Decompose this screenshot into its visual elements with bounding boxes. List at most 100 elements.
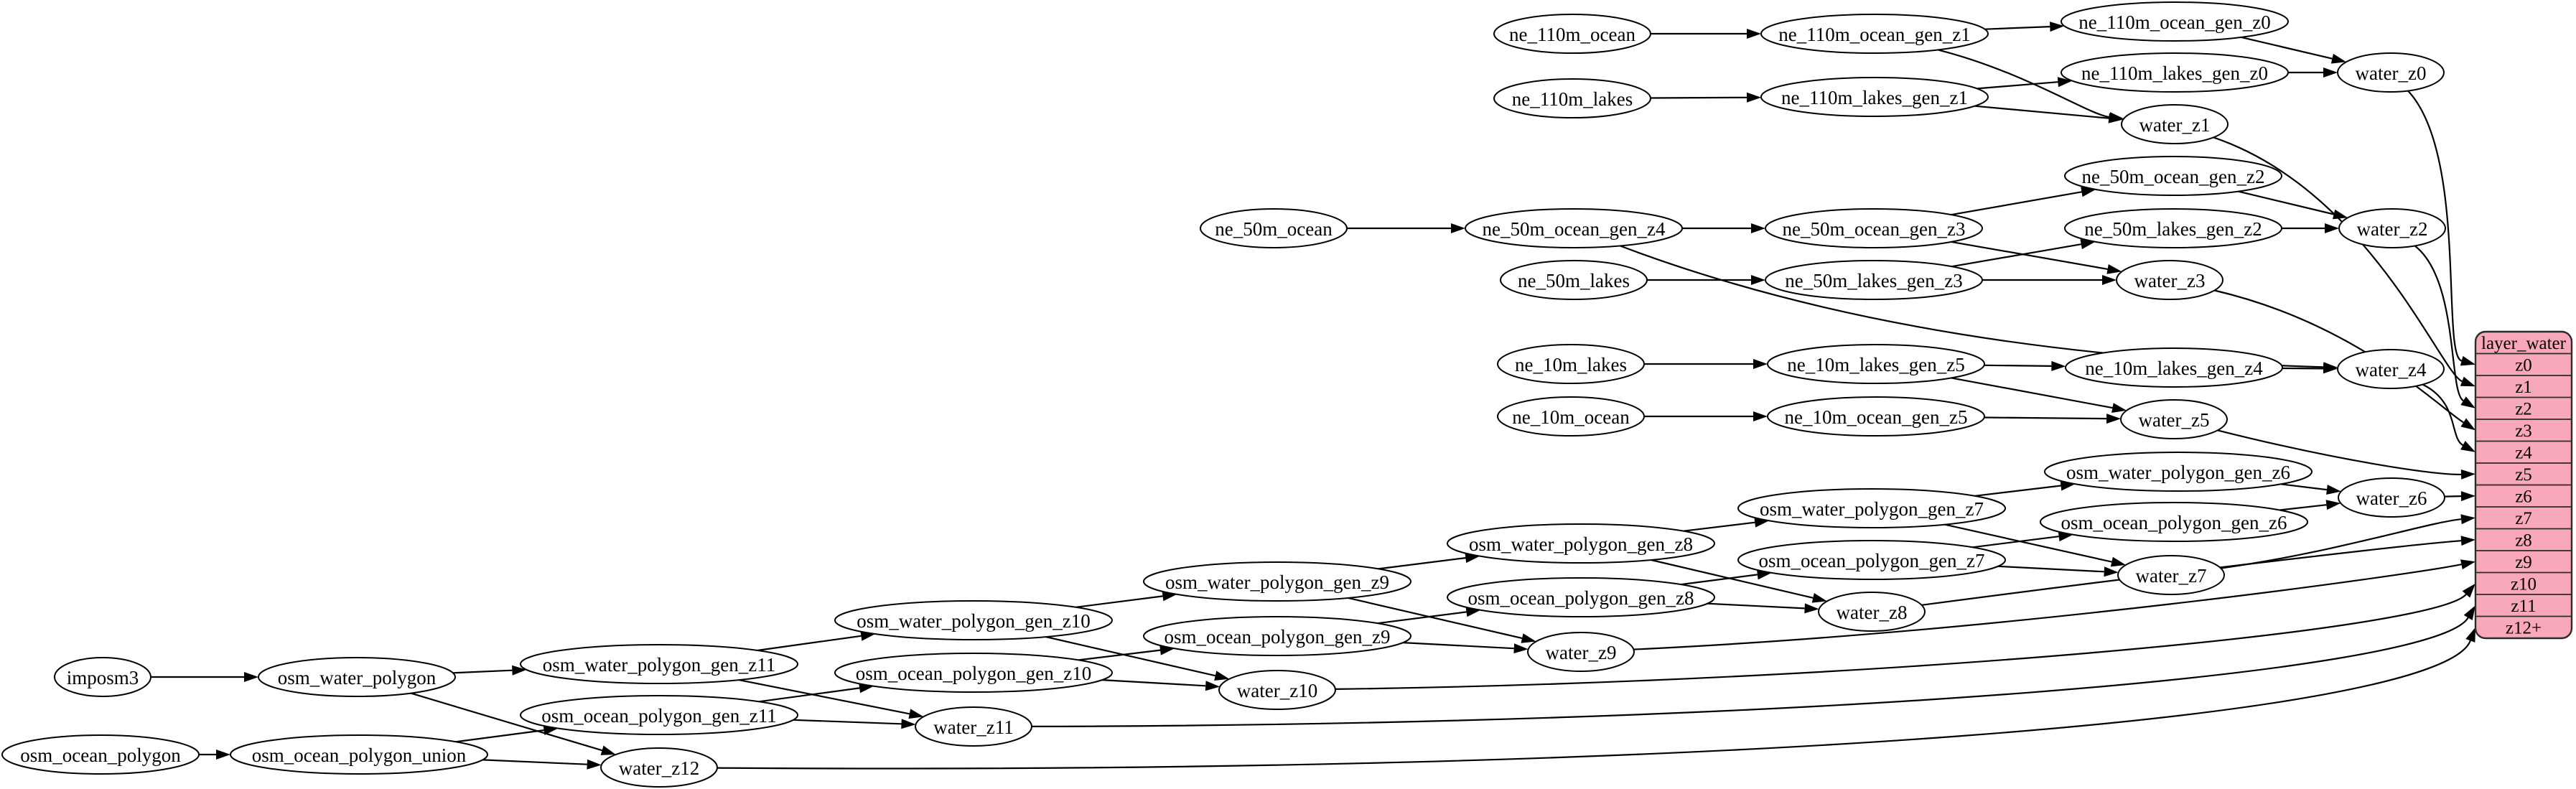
arrowhead-icon [2460, 396, 2475, 408]
node-ne-110m-lakes-gen-z0: ne_110m_lakes_gen_z0 [2061, 52, 2289, 93]
arrowhead-icon [587, 759, 602, 770]
node-label-osm-water-polygon-gen-z7: osm_water_polygon_gen_z7 [1760, 498, 1984, 520]
node-label-water-z3: water_z3 [2134, 270, 2206, 291]
edge-ne-10m-lakes-gen-z5-to-ne-10m-lakes-gen-z4 [1984, 364, 2052, 367]
node-osm-water-polygon-gen-z7: osm_water_polygon_gen_z7 [1737, 488, 2006, 528]
edge-osm-water-polygon-gen-z9-to-water-z9 [1348, 597, 1523, 640]
node-water-z4: water_z4 [2337, 349, 2445, 389]
node-ne-50m-ocean-gen-z3: ne_50m_ocean_gen_z3 [1765, 208, 1983, 248]
edge-ne-110m-lakes-gen-z1-to-water-z1 [1974, 105, 2109, 119]
edge-osm-water-polygon-to-osm-water-polygon-gen-z11 [452, 669, 513, 674]
node-ne-110m-ocean-gen-z1: ne_110m_ocean_gen_z1 [1760, 14, 1989, 54]
edge-ne-10m-lakes-gen-z5-to-water-z5 [1951, 377, 2113, 409]
node-ellipse-osm-ocean-polygon-gen-z8 [1447, 577, 1715, 617]
node-label-ne-110m-lakes-gen-z1: ne_110m_lakes_gen_z1 [1781, 87, 1968, 108]
node-ne-110m-lakes: ne_110m_lakes [1493, 78, 1651, 118]
edge-osm-ocean-polygon-gen-z8-to-water-z8 [1707, 602, 1805, 610]
node-ellipse-ne-110m-lakes [1493, 78, 1651, 118]
arrowhead-icon [244, 672, 258, 682]
node-label-osm-water-polygon-gen-z8: osm_water_polygon_gen_z8 [1469, 533, 1693, 555]
node-osm-water-polygon-gen-z6: osm_water_polygon_gen_z6 [2044, 452, 2313, 492]
arrowhead-icon [1205, 681, 1221, 691]
record-row-z1: z1 [2515, 378, 2532, 397]
node-osm-water-polygon: osm_water_polygon [258, 657, 456, 697]
node-ellipse-osm-ocean-polygon-gen-z6 [2040, 502, 2308, 542]
node-ellipse-water-z7 [2117, 555, 2225, 595]
arrowhead-icon [2460, 376, 2475, 387]
arrowhead-icon [2460, 559, 2475, 570]
node-label-ne-10m-ocean: ne_10m_ocean [1512, 406, 1630, 428]
record-row-z9: z9 [2515, 553, 2532, 572]
node-label-ne-110m-lakes-gen-z0: ne_110m_lakes_gen_z0 [2081, 62, 2268, 84]
arrowhead-icon [2050, 22, 2065, 32]
arrowhead-icon [2465, 627, 2475, 643]
edge-water-z11-to-layer-water-z11 [1031, 617, 2469, 727]
node-layer-water-record: layer_waterz0z1z2z3z4z5z6z7z8z9z10z11z12… [2474, 330, 2573, 640]
node-ellipse-ne-110m-ocean-gen-z1 [1760, 14, 1989, 54]
node-ne-50m-lakes-gen-z2: ne_50m_lakes_gen_z2 [2064, 208, 2282, 248]
node-ellipse-water-z2 [2338, 208, 2446, 248]
node-ellipse-ne-10m-ocean [1497, 396, 1645, 436]
node-water-z8: water_z8 [1818, 592, 1926, 632]
node-label-water-z7: water_z7 [2136, 565, 2207, 587]
node-ellipse-water-z8 [1818, 592, 1926, 632]
arrowhead-icon [1214, 671, 1230, 681]
node-label-water-z2: water_z2 [2357, 218, 2428, 240]
node-osm-water-polygon-gen-z9: osm_water_polygon_gen_z9 [1143, 561, 1411, 602]
node-ellipse-ne-10m-lakes-gen-z5 [1767, 344, 1985, 384]
node-label-osm-water-polygon-gen-z6: osm_water_polygon_gen_z6 [2066, 462, 2290, 483]
node-ne-50m-lakes: ne_50m_lakes [1500, 260, 1648, 300]
node-ne-10m-lakes: ne_10m_lakes [1497, 344, 1645, 384]
node-ne-50m-ocean-gen-z4: ne_50m_ocean_gen_z4 [1465, 208, 1683, 248]
node-label-osm-water-polygon-gen-z10: osm_water_polygon_gen_z10 [857, 610, 1090, 632]
record-row-z11: z11 [2511, 597, 2536, 616]
arrowhead-icon [2333, 209, 2348, 220]
arrowhead-icon [2460, 536, 2475, 546]
node-label-water-z0: water_z0 [2356, 62, 2427, 84]
node-ellipse-imposm3 [54, 657, 151, 697]
arrowhead-icon [2104, 566, 2119, 577]
node-osm-water-polygon-gen-z11: osm_water_polygon_gen_z11 [520, 644, 798, 684]
arrowhead-icon [2111, 403, 2127, 413]
node-label-water-z9: water_z9 [1546, 642, 1617, 663]
node-water-z6: water_z6 [2338, 477, 2445, 518]
node-ne-10m-lakes-gen-z5: ne_10m_lakes_gen_z5 [1767, 344, 1985, 384]
node-label-osm-ocean-polygon-gen-z11: osm_ocean_polygon_gen_z11 [541, 705, 776, 727]
node-label-water-z11: water_z11 [933, 716, 1013, 738]
arrowhead-icon [1747, 92, 1762, 103]
record-row-z7: z7 [2515, 509, 2532, 528]
edge-water-z1-to-layer-water-z1 [2213, 136, 2463, 383]
layer-water-record-header: layer_water [2481, 334, 2567, 353]
arrowhead-icon [2325, 223, 2339, 233]
node-label-ne-110m-ocean: ne_110m_ocean [1509, 24, 1635, 45]
node-water-z11: water_z11 [915, 706, 1032, 747]
node-ellipse-osm-water-polygon-gen-z7 [1737, 488, 2006, 528]
node-osm-ocean-polygon-gen-z10: osm_ocean_polygon_gen_z10 [834, 653, 1113, 693]
node-ellipse-osm-water-polygon-gen-z9 [1143, 561, 1411, 602]
node-water-z2: water_z2 [2338, 208, 2446, 248]
node-ne-50m-ocean: ne_50m_ocean [1200, 208, 1348, 248]
node-ellipse-osm-water-polygon-gen-z8 [1447, 523, 1715, 564]
arrowhead-icon [2463, 605, 2475, 620]
node-ellipse-water-z0 [2337, 52, 2445, 93]
arrowhead-icon [512, 665, 527, 676]
node-ellipse-osm-ocean-polygon-gen-z7 [1737, 540, 2006, 580]
node-ellipse-water-z11 [915, 706, 1032, 747]
node-label-ne-50m-lakes: ne_50m_lakes [1518, 270, 1630, 291]
node-osm-water-polygon-gen-z10: osm_water_polygon_gen_z10 [834, 600, 1113, 640]
arrowhead-icon [216, 750, 230, 760]
edge-osm-water-polygon-gen-z10-to-water-z10 [1045, 635, 1216, 677]
arrowhead-icon [2460, 514, 2475, 525]
node-osm-ocean-polygon-gen-z9: osm_ocean_polygon_gen_z9 [1143, 616, 1411, 656]
arrowhead-icon [1747, 29, 1761, 39]
node-ellipse-water-z10 [1218, 670, 1336, 710]
node-ellipse-osm-ocean-polygon [1, 734, 200, 775]
node-label-water-z4: water_z4 [2356, 359, 2427, 381]
node-ellipse-water-z3 [2116, 260, 2223, 300]
node-label-osm-ocean-polygon-union: osm_ocean_polygon_union [252, 744, 467, 766]
node-label-ne-50m-lakes-gen-z3: ne_50m_lakes_gen_z3 [1785, 270, 1962, 291]
node-label-ne-50m-ocean-gen-z3: ne_50m_ocean_gen_z3 [1783, 218, 1966, 240]
edge-ne-110m-lakes-gen-z1-to-ne-110m-lakes-gen-z0 [1977, 81, 2058, 90]
node-water-z10: water_z10 [1218, 670, 1336, 710]
